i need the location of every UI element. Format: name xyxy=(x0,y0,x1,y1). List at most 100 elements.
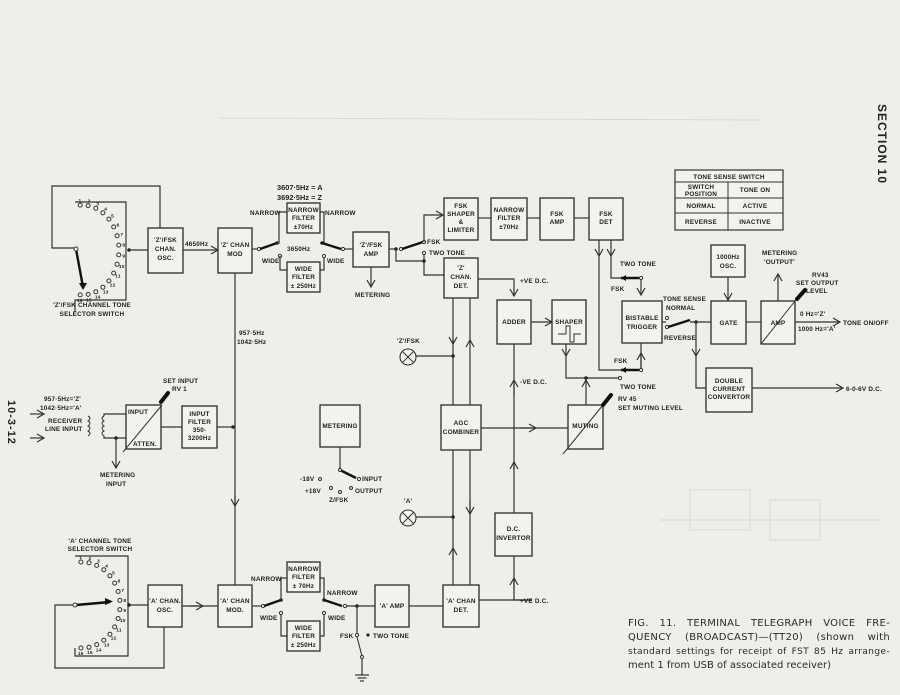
selector-contact[interactable] xyxy=(77,202,83,208)
double-current-convertor-block: DOUBLE CURRENT CONVERTOR xyxy=(705,367,753,413)
a-narrow-wide-switch-in[interactable]: NARROW WIDE xyxy=(251,576,284,622)
rv43-knob-icon[interactable] xyxy=(795,288,807,301)
selector-contact-number: 1 xyxy=(79,555,82,561)
selector-contact[interactable] xyxy=(116,242,122,248)
selector-contact[interactable] xyxy=(111,224,117,230)
z-narrow-wide-switch-in[interactable]: NARROW WIDE xyxy=(250,210,283,265)
bistable-trigger-block: BISTABLE TRIGGER xyxy=(621,300,663,344)
selector-contact[interactable] xyxy=(86,560,92,566)
selector-contact[interactable] xyxy=(78,559,84,565)
selector-contact[interactable] xyxy=(85,291,91,297)
a-amp-block: 'A' AMP xyxy=(374,584,410,628)
selector-contact[interactable] xyxy=(94,562,100,568)
selector-contact[interactable] xyxy=(93,289,99,295)
svg-text:NARROW: NARROW xyxy=(494,207,525,214)
selector-contact[interactable] xyxy=(112,624,118,630)
out-1000hz-label: 1000 Hz='A' xyxy=(798,326,836,333)
gate-block: GATE xyxy=(710,300,747,345)
selector-contact[interactable] xyxy=(94,642,100,648)
svg-text:ATTEN.: ATTEN. xyxy=(133,441,157,448)
selector-contact[interactable] xyxy=(107,573,113,579)
selector-contact-number: 2 xyxy=(88,556,91,562)
selector-contact[interactable] xyxy=(101,637,107,643)
selector-contact[interactable] xyxy=(78,645,84,651)
selector-contact[interactable] xyxy=(117,607,123,613)
z-fsk-lamp-label: 'Z'/FSK xyxy=(397,338,420,345)
svg-text:DET.: DET. xyxy=(454,607,469,614)
fsk-two-tone-switch[interactable]: FSK TWO TONE xyxy=(398,239,465,257)
selector-contact-number: 13 xyxy=(104,642,110,648)
selector-contact-number: 15 xyxy=(86,297,92,303)
svg-text:METERING: METERING xyxy=(322,423,357,430)
svg-text:CONVERTOR: CONVERTOR xyxy=(708,394,751,401)
selector-contact-number: 8 xyxy=(122,243,125,249)
a-selector-label-1: 'A' CHANNEL TONE xyxy=(68,538,132,545)
z-narrow-filter-block: NARROW FILTER ±70Hz xyxy=(286,202,321,234)
svg-text:DET: DET xyxy=(599,219,612,226)
selector-contact[interactable] xyxy=(106,278,112,284)
svg-text:TRIGGER: TRIGGER xyxy=(627,324,658,331)
selector-contact[interactable] xyxy=(116,252,122,258)
selector-contact-number: 2 xyxy=(88,199,91,205)
table-cell: ACTIVE xyxy=(743,203,768,210)
rv1-knob-icon[interactable] xyxy=(159,391,170,404)
selector-contact[interactable] xyxy=(115,616,121,621)
selector-contact[interactable] xyxy=(117,597,123,603)
selector-contact[interactable] xyxy=(115,589,121,594)
selector-contact[interactable] xyxy=(112,580,118,586)
muting-block: MUTING xyxy=(562,404,604,455)
z-fsk-indicator-lamp-icon xyxy=(399,348,417,366)
a-narrow-wide-switch-out[interactable]: NARROW WIDE xyxy=(321,590,358,622)
plus-ve-dc-label: +VE D.C. xyxy=(520,278,548,285)
table-header-tone-on: TONE ON xyxy=(740,187,771,194)
selector-contact[interactable] xyxy=(106,216,112,222)
svg-text:CHAN.: CHAN. xyxy=(450,274,471,281)
z-wide-filter-block: WIDE FILTER ± 250Hz xyxy=(286,261,321,293)
metering-output-label: METERING xyxy=(762,250,797,257)
metering-selector-switch[interactable]: INPUT OUTPUT -18V +18V Z/FSK xyxy=(300,468,382,505)
svg-text:INPUT: INPUT xyxy=(189,411,209,418)
svg-text:'A' AMP: 'A' AMP xyxy=(380,603,405,610)
rv45-knob-icon[interactable] xyxy=(601,393,613,407)
svg-text:± 70Hz: ± 70Hz xyxy=(293,583,314,590)
svg-text:SHAPER: SHAPER xyxy=(447,211,475,218)
selector-contact[interactable] xyxy=(100,210,106,216)
fsk-amp-block: FSK AMP xyxy=(539,197,575,241)
selector-contact-number: 14 xyxy=(95,294,101,300)
a-chan-mod-block: 'A' CHAN MOD. xyxy=(217,584,253,628)
svg-text:± 250Hz: ± 250Hz xyxy=(291,283,316,290)
selector-contact[interactable] xyxy=(114,261,120,267)
tone-sense-switch[interactable]: TONE SENSE NORMAL REVERSE xyxy=(663,296,707,342)
selector-contact[interactable] xyxy=(85,203,91,209)
a-fsk-two-tone-switch[interactable]: FSK TWO TONE xyxy=(340,632,409,659)
table-cell: NORMAL xyxy=(686,203,715,210)
selector-contact[interactable] xyxy=(107,631,113,637)
fsk-two-tone-selector-lower[interactable]: FSK TWO TONE xyxy=(614,358,656,391)
svg-text:+18V: +18V xyxy=(305,488,321,495)
selector-contact[interactable] xyxy=(93,205,99,211)
selector-contact-number: 8 xyxy=(123,598,126,604)
fsk-two-tone-selector-upper[interactable]: FSK xyxy=(611,275,644,293)
rx-freq-z: 957·5Hz='Z' xyxy=(44,396,81,403)
amp-block: AMP xyxy=(760,300,796,345)
selector-contact[interactable] xyxy=(111,270,117,276)
svg-text:TONE SENSE: TONE SENSE xyxy=(663,296,707,303)
svg-text:WIDE: WIDE xyxy=(295,625,313,632)
selector-contact[interactable] xyxy=(101,567,107,573)
svg-text:NARROW: NARROW xyxy=(288,566,319,573)
z-narrow-wide-switch-out[interactable]: NARROW WIDE xyxy=(320,210,356,265)
svg-text:COMBINER: COMBINER xyxy=(443,429,480,436)
selector-contact[interactable] xyxy=(114,233,120,239)
selector-contact[interactable] xyxy=(86,644,92,650)
ground-icon xyxy=(355,659,369,682)
selector-contact-number: 10 xyxy=(120,618,126,624)
svg-text:FILTER: FILTER xyxy=(292,215,315,222)
shaper-block: SHAPER xyxy=(551,299,587,345)
freq-z: 3692·5Hz = Z xyxy=(277,193,322,202)
selector-contact-number: 6 xyxy=(117,222,120,228)
svg-text:MUTING: MUTING xyxy=(572,423,598,430)
selector-contact[interactable] xyxy=(100,284,106,290)
selector-contact[interactable] xyxy=(77,292,83,298)
